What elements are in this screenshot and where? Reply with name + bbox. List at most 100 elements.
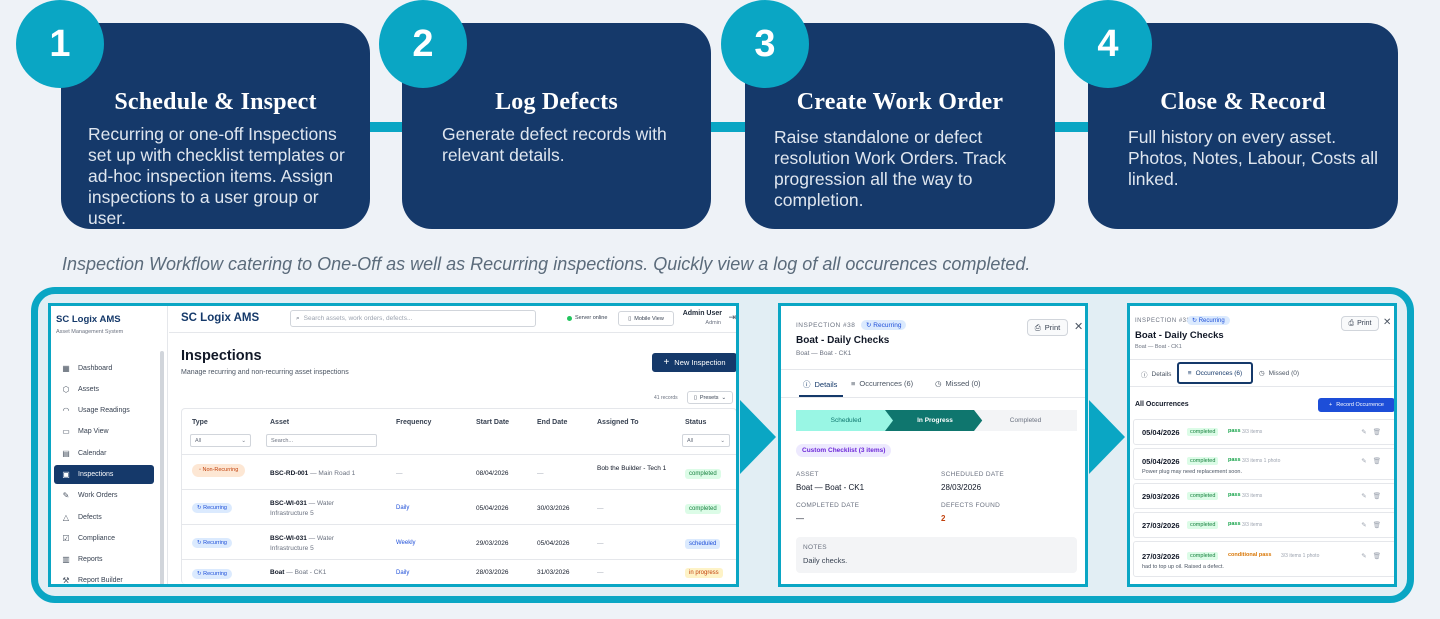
type-filter-select[interactable]: All⌄ [190, 434, 251, 447]
field-value: 28/03/2026 [941, 483, 982, 492]
occurrence-note: had to top up oil. Raised a defect. [1142, 564, 1224, 570]
tab-occurrences[interactable]: ≡Occurrences (6) [851, 379, 913, 388]
sidebar-scrollbar[interactable] [160, 351, 164, 584]
mobile-view-button[interactable]: ▯Mobile View [618, 311, 674, 326]
step-connector [711, 122, 745, 132]
sidebar-item-compliance[interactable]: ☑Compliance [54, 529, 154, 548]
tab-label: Missed (0) [1268, 369, 1300, 377]
bookmark-icon: ▯ [693, 394, 697, 401]
close-icon[interactable]: ✕ [1383, 317, 1392, 328]
sidebar-item-calendar[interactable]: ▤Calendar [54, 444, 154, 463]
checklist-badge[interactable]: Custom Checklist (3 items) [796, 444, 892, 457]
edit-icon[interactable]: ✎ [1361, 522, 1373, 529]
type-badge: ↻ Recurring [192, 503, 232, 513]
tab-missed[interactable]: ◷Missed (0) [935, 379, 981, 388]
sidebar-item-dashboard[interactable]: ▦Dashboard [54, 359, 154, 378]
sidebar-item-work-orders[interactable]: ✎Work Orders [54, 486, 154, 505]
presets-dropdown[interactable]: ▯Presets⌄ [687, 391, 733, 404]
list-icon: ≡ [1187, 369, 1192, 377]
sidebar-item-assets[interactable]: ⬡Assets [54, 380, 154, 399]
warning-icon: △ [62, 513, 70, 522]
asset-filter-input[interactable]: Search... [266, 434, 377, 447]
recurring-badge: ↻ Recurring [861, 320, 907, 330]
column-header-start-date[interactable]: Start Date [476, 419, 510, 426]
sidebar-item-inspections[interactable]: ▣Inspections [54, 465, 154, 484]
trash-icon[interactable]: 🗑 [1372, 493, 1387, 500]
occurrence-item[interactable]: 05/04/2026 completed pass 3/3 items 1 ph… [1133, 448, 1394, 480]
assigned-to-cell: — [597, 505, 604, 512]
user-name[interactable]: Admin User [682, 310, 722, 317]
print-button[interactable]: ⎙Print [1027, 319, 1068, 336]
record-occurrence-button[interactable]: +Record Occurrence [1318, 398, 1394, 412]
recurring-badge: ↻ Recurring [1187, 316, 1230, 325]
occurrence-actions: ✎🗑 [1361, 457, 1387, 465]
occurrence-result: pass [1228, 521, 1241, 527]
occurrence-date: 27/03/2026 [1142, 552, 1180, 561]
sidebar-item-report-builder[interactable]: ⚒Report Builder [54, 571, 154, 584]
asset-filter-placeholder: Search... [271, 437, 294, 444]
edit-icon[interactable]: ✎ [1361, 553, 1373, 560]
occurrence-items: 3/3 items 1 photo [1281, 553, 1320, 559]
sidebar-item-reports[interactable]: ▥Reports [54, 550, 154, 569]
trash-icon[interactable]: 🗑 [1372, 553, 1387, 560]
occurrence-item[interactable]: 29/03/2026 completed pass 3/3 items ✎🗑 [1133, 483, 1394, 509]
presets-label: Presets [699, 394, 719, 401]
edit-icon[interactable]: ✎ [1361, 458, 1373, 465]
edit-icon[interactable]: ✎ [1361, 493, 1373, 500]
server-status-label: Server online [575, 315, 608, 321]
column-header-status[interactable]: Status [685, 419, 707, 426]
inspections-list-screenshot: SC Logix AMS Asset Management System ▦Da… [48, 303, 739, 587]
status-filter-select[interactable]: All⌄ [682, 434, 730, 447]
notes-label: NOTES [803, 544, 827, 551]
column-header-assigned-to[interactable]: Assigned To [597, 419, 639, 426]
edit-icon[interactable]: ✎ [1361, 429, 1373, 436]
column-header-end-date[interactable]: End Date [537, 419, 568, 426]
field-label: COMPLETED DATE [796, 502, 860, 509]
chevron-down-icon: ⌄ [721, 394, 727, 401]
type-badge-label: Recurring [203, 505, 227, 511]
table-row[interactable]: ↻ Recurring Boat — Boat - CK1 Daily 28/0… [182, 559, 736, 584]
column-header-frequency[interactable]: Frequency [396, 419, 432, 426]
table-row[interactable]: ↻ Recurring BSC-WI-031 — Water Infrastru… [182, 524, 736, 559]
occurrence-item[interactable]: 27/03/2026 completed pass 3/3 items ✎🗑 [1133, 512, 1394, 538]
tab-missed[interactable]: ◷Missed (0) [1259, 369, 1300, 378]
occurrence-actions: ✎🗑 [1361, 492, 1387, 500]
step-number-badge: 4 [1064, 0, 1152, 88]
sidebar-item-map-view[interactable]: ▭Map View [54, 422, 154, 441]
trash-icon[interactable]: 🗑 [1372, 522, 1387, 529]
table-row[interactable]: ◦ Non-Recurring BSC-RD-001 — Main Road 1… [182, 454, 736, 489]
list-icon: ≡ [851, 379, 856, 388]
print-button[interactable]: ⎙Print [1341, 316, 1379, 331]
frequency-cell: Daily [396, 505, 410, 511]
type-badge: ↻ Recurring [192, 569, 232, 579]
new-inspection-button[interactable]: +New Inspection [652, 353, 736, 372]
start-date-cell: 29/03/2026 [476, 540, 509, 547]
occurrence-item[interactable]: 05/04/2026 completed pass 3/3 items ✎🗑 [1133, 419, 1394, 445]
calendar-icon: ▤ [62, 449, 70, 458]
trash-icon[interactable]: 🗑 [1372, 458, 1387, 465]
bar-chart-icon: ▥ [62, 555, 70, 564]
printer-icon: ⎙ [1034, 322, 1041, 332]
type-badge: ◦ Non-Recurring [192, 464, 246, 477]
header-divider [781, 369, 1085, 370]
occurrence-item[interactable]: 27/03/2026 completed conditional pass 3/… [1133, 541, 1394, 577]
column-header-type[interactable]: Type [192, 419, 208, 426]
trash-icon[interactable]: 🗑 [1372, 429, 1387, 436]
plus-icon: + [1329, 402, 1333, 408]
sidebar-item-usage-readings[interactable]: ◠Usage Readings [54, 401, 154, 420]
app-title: SC Logix AMS [181, 312, 260, 324]
global-search-input[interactable]: ⌕Search assets, work orders, defects... [290, 310, 536, 327]
sidebar-item-defects[interactable]: △Defects [54, 508, 154, 527]
logout-icon[interactable]: ⇥ [728, 312, 736, 322]
inspection-subtitle: Boat — Boat - CK1 [1135, 344, 1182, 350]
occurrence-actions: ✎🗑 [1361, 521, 1387, 529]
close-icon[interactable]: ✕ [1074, 321, 1084, 333]
inspection-subtitle: Boat — Boat - CK1 [796, 350, 852, 357]
tab-occurrences[interactable]: ≡Occurrences (6) [1177, 362, 1253, 384]
field-value: 2 [941, 514, 946, 523]
table-row[interactable]: ↻ Recurring BSC-WI-031 — Water Infrastru… [182, 489, 736, 524]
chevron-down-icon: ⌄ [720, 437, 725, 444]
column-header-asset[interactable]: Asset [270, 419, 290, 426]
